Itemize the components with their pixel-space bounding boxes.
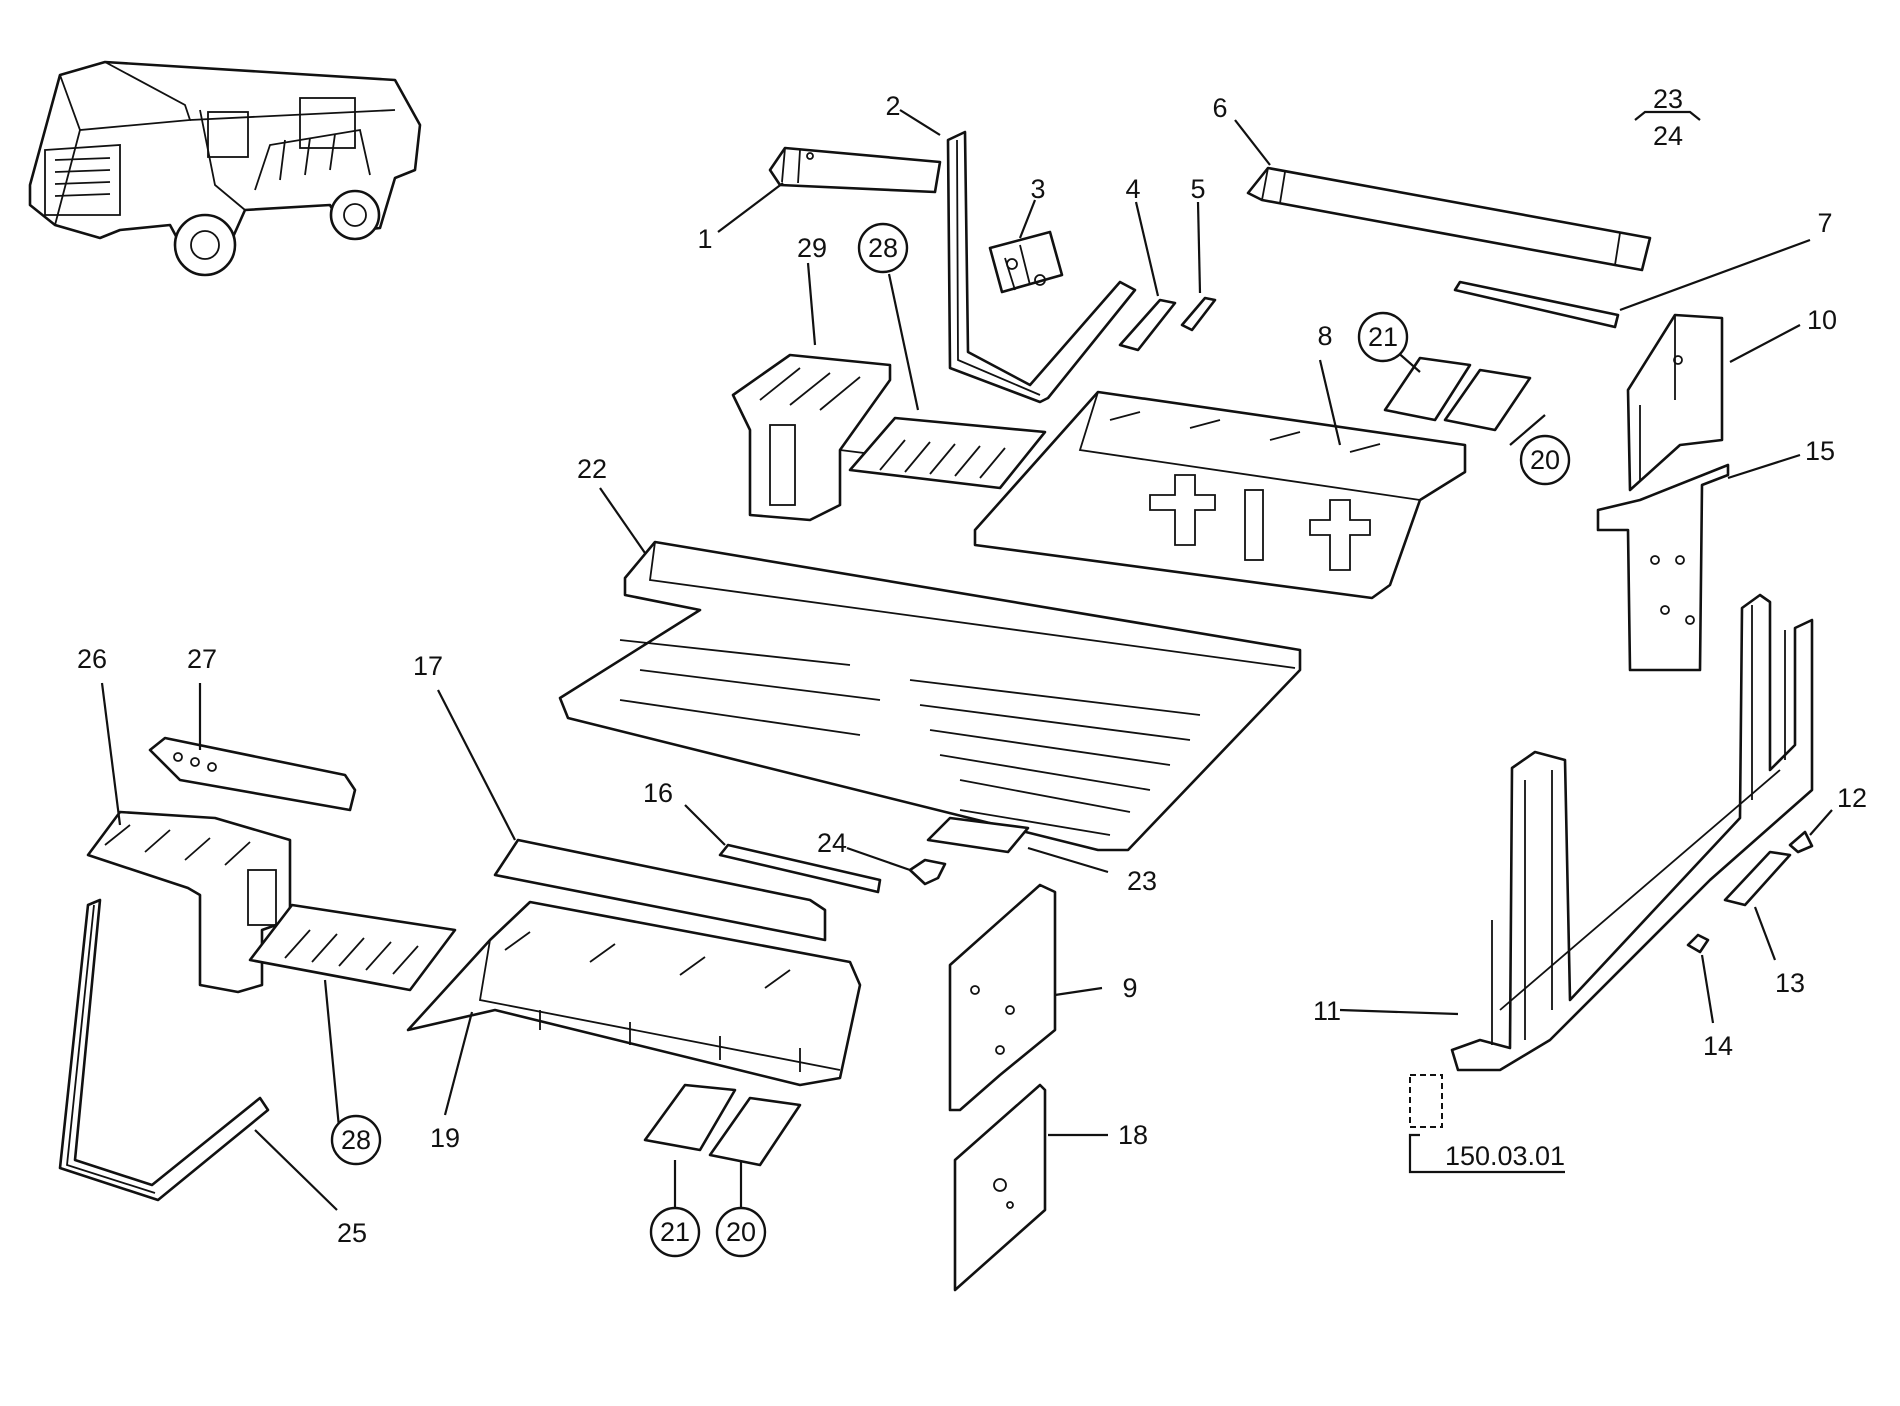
label-7: 7 (1817, 208, 1832, 238)
label-28-lower: 28 (341, 1125, 371, 1155)
leader-lines (100, 109, 1833, 1211)
part-6 (1246, 166, 1652, 272)
part-10 (1626, 313, 1724, 492)
label-17: 17 (413, 651, 443, 681)
dashed-reference-part (1409, 1074, 1443, 1128)
part-18 (953, 1083, 1047, 1292)
label-18: 18 (1118, 1120, 1148, 1150)
part-29 (731, 353, 892, 522)
label-3: 3 (1030, 174, 1045, 204)
part-12 (1788, 830, 1814, 854)
label-20-upper: 20 (1530, 445, 1560, 475)
label-8: 8 (1317, 321, 1332, 351)
label-25: 25 (337, 1218, 367, 1248)
label-26: 26 (77, 644, 107, 674)
label-13: 13 (1775, 968, 1805, 998)
part-9 (948, 883, 1057, 1112)
label-22: 22 (577, 454, 607, 484)
reference-number: 150.03.01 (1445, 1141, 1565, 1171)
label-24: 24 (817, 828, 847, 858)
label-6: 6 (1212, 93, 1227, 123)
label-16: 16 (643, 778, 673, 808)
label-23: 23 (1127, 866, 1157, 896)
part-5 (1180, 296, 1217, 332)
label-2: 2 (885, 91, 900, 121)
label-15: 15 (1805, 436, 1835, 466)
part-1 (768, 146, 942, 194)
label-rings (330, 222, 1571, 1258)
vehicle-thumbnail (28, 60, 422, 277)
label-9: 9 (1122, 973, 1137, 1003)
label-12: 12 (1837, 783, 1867, 813)
label-21-lower: 21 (660, 1217, 690, 1247)
label-28-upper: 28 (868, 233, 898, 263)
part-21-upper (1383, 356, 1472, 422)
label-21-upper: 21 (1368, 322, 1398, 352)
part-19 (406, 900, 862, 1087)
part-20-lower (708, 1096, 802, 1167)
part-27 (148, 736, 357, 812)
label-10: 10 (1807, 305, 1837, 335)
label-23-24-top: 23 (1653, 84, 1683, 114)
label-23-24-bottom: 24 (1653, 121, 1683, 151)
part-11 (1450, 593, 1814, 1072)
label-29: 29 (797, 233, 827, 263)
part-2 (946, 130, 1137, 404)
part-4 (1118, 298, 1177, 352)
label-11: 11 (1313, 996, 1341, 1026)
part-7 (1453, 280, 1620, 329)
part-28-lower (248, 903, 457, 992)
part-labels: 1 2 3 4 5 6 7 8 9 10 11 12 13 14 15 16 1… (77, 84, 1867, 1248)
label-5: 5 (1190, 174, 1205, 204)
label-1: 1 (697, 224, 712, 254)
part-26 (86, 810, 292, 994)
part-8 (973, 390, 1467, 600)
part-15 (1596, 463, 1730, 672)
part-24 (908, 858, 947, 886)
part-20-upper (1443, 368, 1532, 432)
part-25 (58, 898, 270, 1202)
label-4: 4 (1125, 174, 1140, 204)
part-13 (1723, 850, 1792, 907)
part-22 (558, 540, 1302, 852)
part-21-lower (643, 1083, 737, 1152)
part-23 (926, 816, 1030, 854)
part-17 (493, 838, 827, 942)
part-16 (718, 843, 882, 894)
part-14 (1686, 933, 1710, 954)
part-3 (988, 230, 1064, 294)
part-28-upper (848, 416, 1047, 490)
label-27: 27 (187, 644, 217, 674)
label-19: 19 (430, 1123, 460, 1153)
label-14: 14 (1703, 1031, 1733, 1061)
label-20-lower: 20 (726, 1217, 756, 1247)
